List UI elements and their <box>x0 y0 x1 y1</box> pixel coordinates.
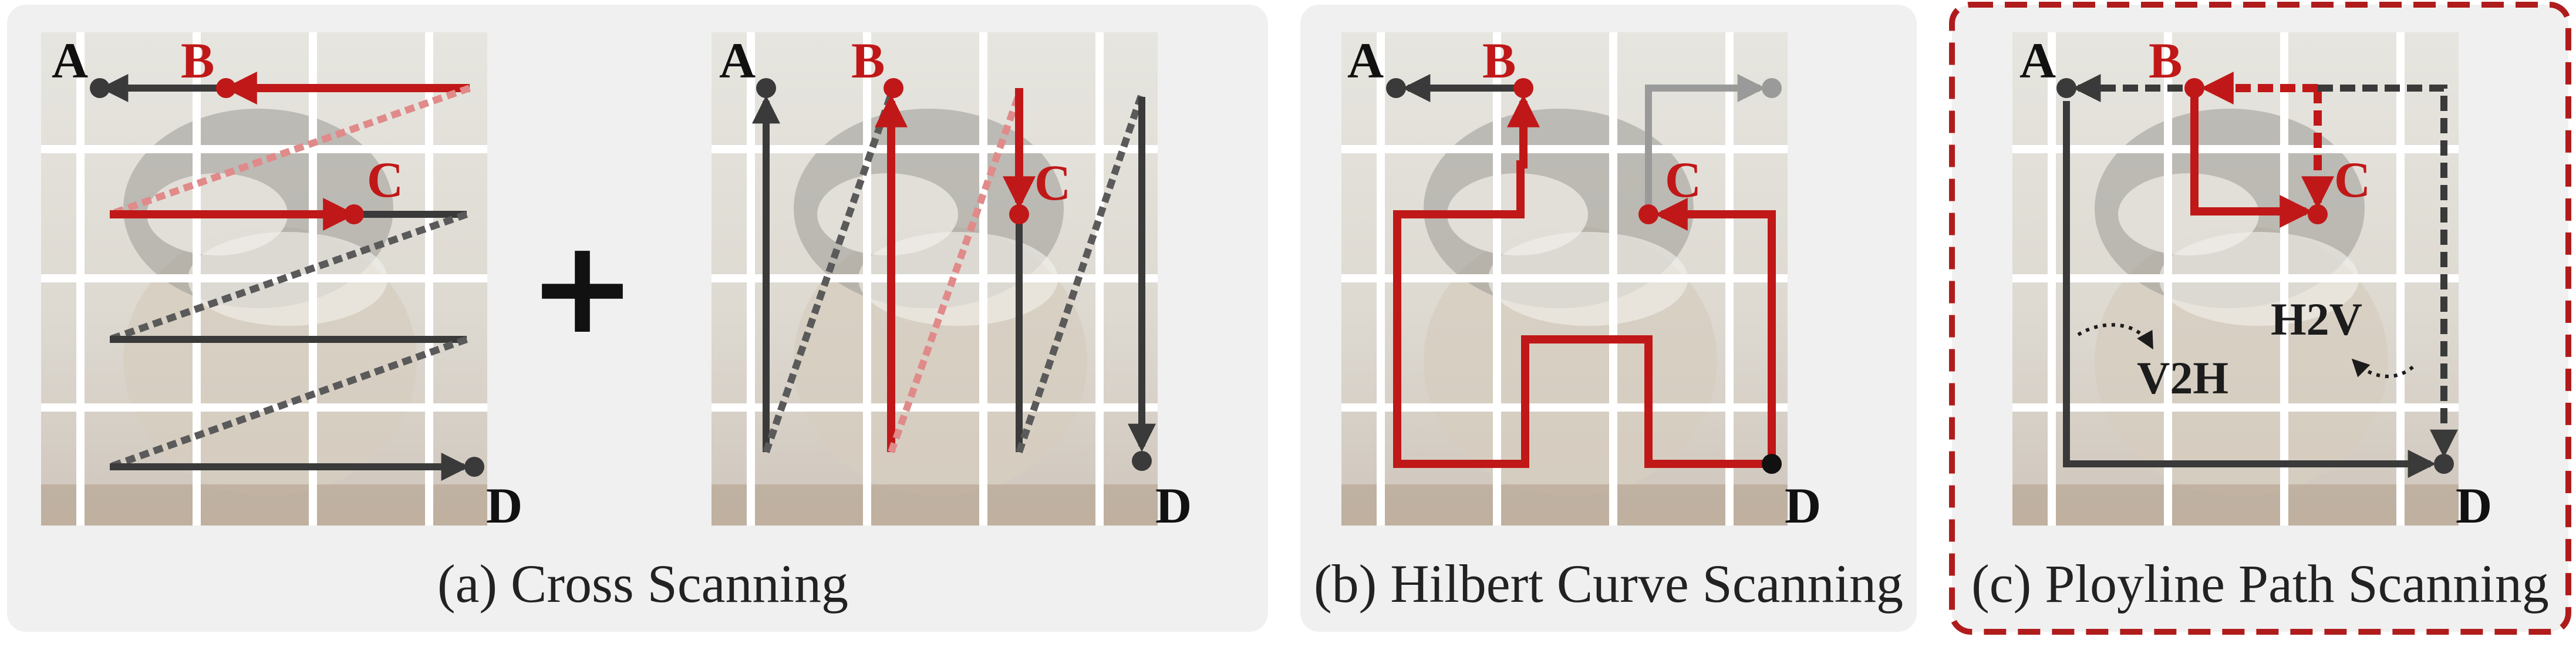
point-d-marker <box>464 457 484 477</box>
point-c-marker <box>344 204 364 224</box>
bird-image-a2 <box>712 32 1158 526</box>
label-b: B <box>851 32 885 89</box>
label-b: B <box>2149 32 2182 89</box>
caption-c: (c) Ployline Path Scanning <box>1971 554 2549 614</box>
v2h-label: V2H <box>2137 352 2228 403</box>
point-c-marker <box>1009 204 1029 224</box>
point-a-marker <box>2056 78 2076 98</box>
label-d: D <box>2456 477 2492 534</box>
bird-image-c <box>2012 32 2459 526</box>
point-a-marker <box>1386 78 1406 98</box>
point-c-marker <box>1638 204 1658 224</box>
panel-c-highlight-border <box>1949 2 2571 635</box>
label-d: D <box>486 477 522 534</box>
label-b: B <box>1482 32 1516 89</box>
polyline-scan-paths <box>2063 72 2458 478</box>
label-a: A <box>2019 32 2056 89</box>
point-b-marker <box>884 78 903 98</box>
point-b-marker <box>2184 78 2204 98</box>
label-d: D <box>1155 477 1192 534</box>
horizontal-scan-paths <box>100 72 471 481</box>
gray-end-marker <box>1762 78 1782 98</box>
label-c: C <box>2334 151 2371 208</box>
caption-b: (b) Hilbert Curve Scanning <box>1314 554 1903 614</box>
vertical-scan-paths <box>752 88 1156 454</box>
hilbert-curve-path <box>1393 74 1776 468</box>
point-b-marker <box>1513 78 1533 98</box>
label-d: D <box>1785 477 1821 534</box>
label-a: A <box>1347 32 1384 89</box>
plus-sign: + <box>528 212 636 362</box>
point-d-marker <box>1762 454 1782 474</box>
point-a-marker <box>756 78 776 98</box>
label-c: C <box>1034 154 1071 211</box>
point-c-marker <box>2308 204 2328 224</box>
caption-a: (a) Cross Scanning <box>437 554 848 614</box>
label-c: C <box>1665 151 1701 208</box>
label-b: B <box>181 32 214 89</box>
label-a: A <box>719 32 756 89</box>
label-a: A <box>52 32 88 89</box>
point-d-marker <box>2434 454 2454 474</box>
label-c: C <box>367 151 403 208</box>
point-a-marker <box>90 78 110 98</box>
point-b-marker <box>216 78 236 98</box>
h2v-label: H2V <box>2271 294 2362 345</box>
bird-image-b <box>1341 32 1788 526</box>
point-d-marker <box>1132 451 1152 471</box>
